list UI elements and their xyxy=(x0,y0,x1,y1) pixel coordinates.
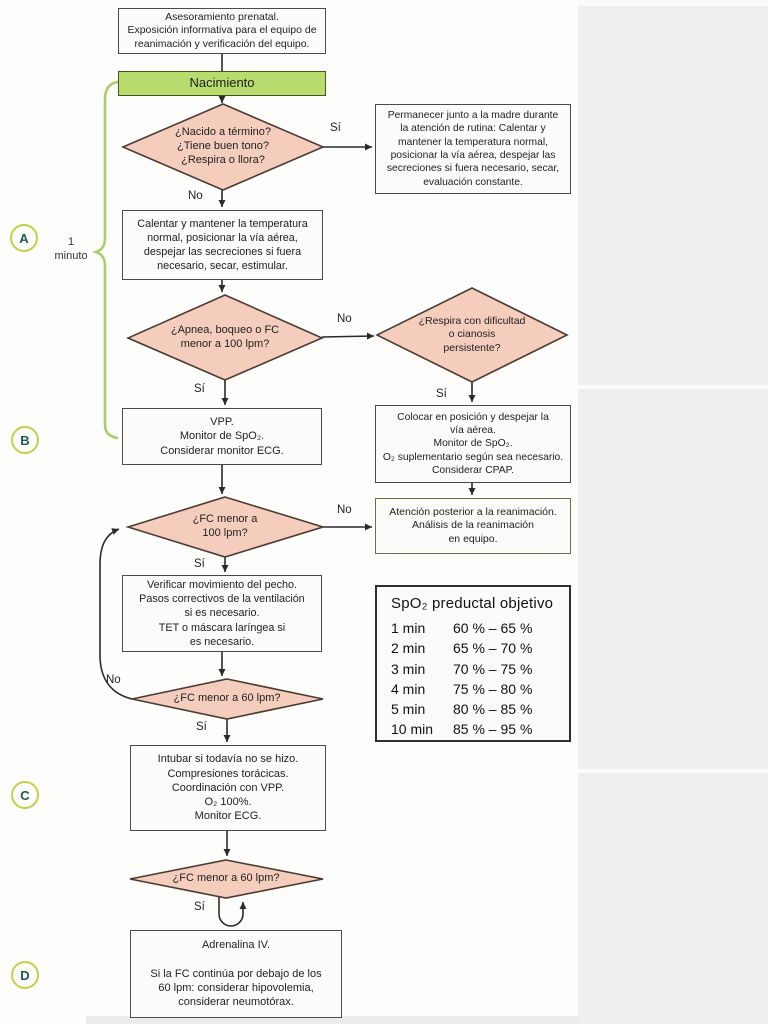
one-minute-label: 1 minuto xyxy=(54,236,88,262)
spo2-range: 80 % – 85 % xyxy=(453,701,533,718)
label-si-qfc100: Sí xyxy=(194,558,205,570)
label-si-qterm: Sí xyxy=(330,122,341,134)
spo2-range: 65 % – 70 % xyxy=(453,640,533,657)
label-no-qapnea: No xyxy=(337,313,352,325)
box-vpp: VPP. Monitor de SpO₂. Considerar monitor… xyxy=(122,408,322,465)
box-intubate-compressions: Intubar si todavía no se hizo. Compresio… xyxy=(130,745,326,831)
label-si-qfc60-second: Sí xyxy=(194,901,205,913)
box-prenatal: Asesoramiento prenatal. Exposición infor… xyxy=(118,8,326,54)
page-gap-lower xyxy=(578,769,768,773)
label-si-qapnea: Sí xyxy=(194,383,205,395)
edge-qfc60b-self-loop xyxy=(218,897,247,927)
spo2-time: 5 min xyxy=(391,701,426,718)
box-position-airway: Colocar en posición y despejar la vía aé… xyxy=(375,405,571,483)
diamond-text-qfc60-first: ¿FC menor a 60 lpm? xyxy=(173,692,281,705)
label-si-qfc60-first: Sí xyxy=(196,721,207,733)
label-no-qterm: No xyxy=(188,190,203,202)
diamond-text-qapnea: ¿Apnea, boqueo o FC menor a 100 lpm? xyxy=(170,324,280,350)
spo2-row: 5 min 80 % – 85 % xyxy=(391,699,559,719)
box-warm-position: Calentar y mantener la temperatura norma… xyxy=(122,210,323,280)
spo2-range: 75 % – 80 % xyxy=(453,680,533,697)
label-no-qfc60-first: No xyxy=(106,674,121,686)
box-adrenaline: Adrenalina IV. Si la FC continúa por deb… xyxy=(130,930,342,1018)
box-check-chest: Verificar movimiento del pecho. Pasos co… xyxy=(122,575,322,652)
spo2-range: 85 % – 95 % xyxy=(453,721,533,738)
spo2-time: 2 min xyxy=(391,640,426,657)
page-gap-middle xyxy=(578,385,768,389)
spo2-row: 10 min 85 % – 95 % xyxy=(391,719,559,739)
spo2-time: 3 min xyxy=(391,660,426,677)
spo2-row: 4 min 75 % – 80 % xyxy=(391,679,559,699)
diamond-text-qfc60-second: ¿FC menor a 60 lpm? xyxy=(172,872,280,885)
spo2-row: 1 min 60 % – 65 % xyxy=(391,618,559,638)
spo2-row: 2 min 65 % – 70 % xyxy=(391,638,559,658)
step-marker-a: A xyxy=(10,224,38,252)
diamond-text-qbreath: ¿Respira con dificultad o cianosis persi… xyxy=(418,315,526,354)
spo2-time: 1 min xyxy=(391,620,426,636)
spo2-target-table: SpO₂ preductal objetivo 1 min 60 % – 65 … xyxy=(375,585,571,742)
box-birth: Nacimiento xyxy=(118,71,326,96)
step-marker-c: C xyxy=(11,781,39,809)
diamond-text-qterm: ¿Nacido a término? ¿Tiene buen tono? ¿Re… xyxy=(175,126,271,166)
diamond-text-qfc100: ¿FC menor a 100 lpm? xyxy=(192,513,258,539)
edge-qapnea-qbreath xyxy=(321,332,375,340)
box-stay-with-mother: Permanecer junto a la madre durante la a… xyxy=(375,104,571,194)
label-no-qfc100: No xyxy=(337,504,352,516)
step-marker-d: D xyxy=(11,961,39,989)
step-marker-b: B xyxy=(11,426,39,454)
spo2-time: 4 min xyxy=(391,680,426,697)
label-si-qbreath: Sí xyxy=(436,388,447,400)
spo2-time: 10 min xyxy=(391,721,434,738)
spo2-table-title: SpO₂ preductal objetivo xyxy=(391,595,554,612)
page-edge-bottom xyxy=(86,1016,578,1024)
spo2-range: 70 % – 75 % xyxy=(453,660,533,677)
spo2-row: 3 min 70 % – 75 % xyxy=(391,659,559,679)
page-gap-top xyxy=(578,0,768,6)
viewer-side-panel xyxy=(578,0,768,1024)
box-post-resuscitation: Atención posterior a la reanimación. Aná… xyxy=(375,498,571,554)
spo2-range: 60 % – 65 % xyxy=(453,620,533,636)
one-minute-bracket xyxy=(91,80,119,440)
